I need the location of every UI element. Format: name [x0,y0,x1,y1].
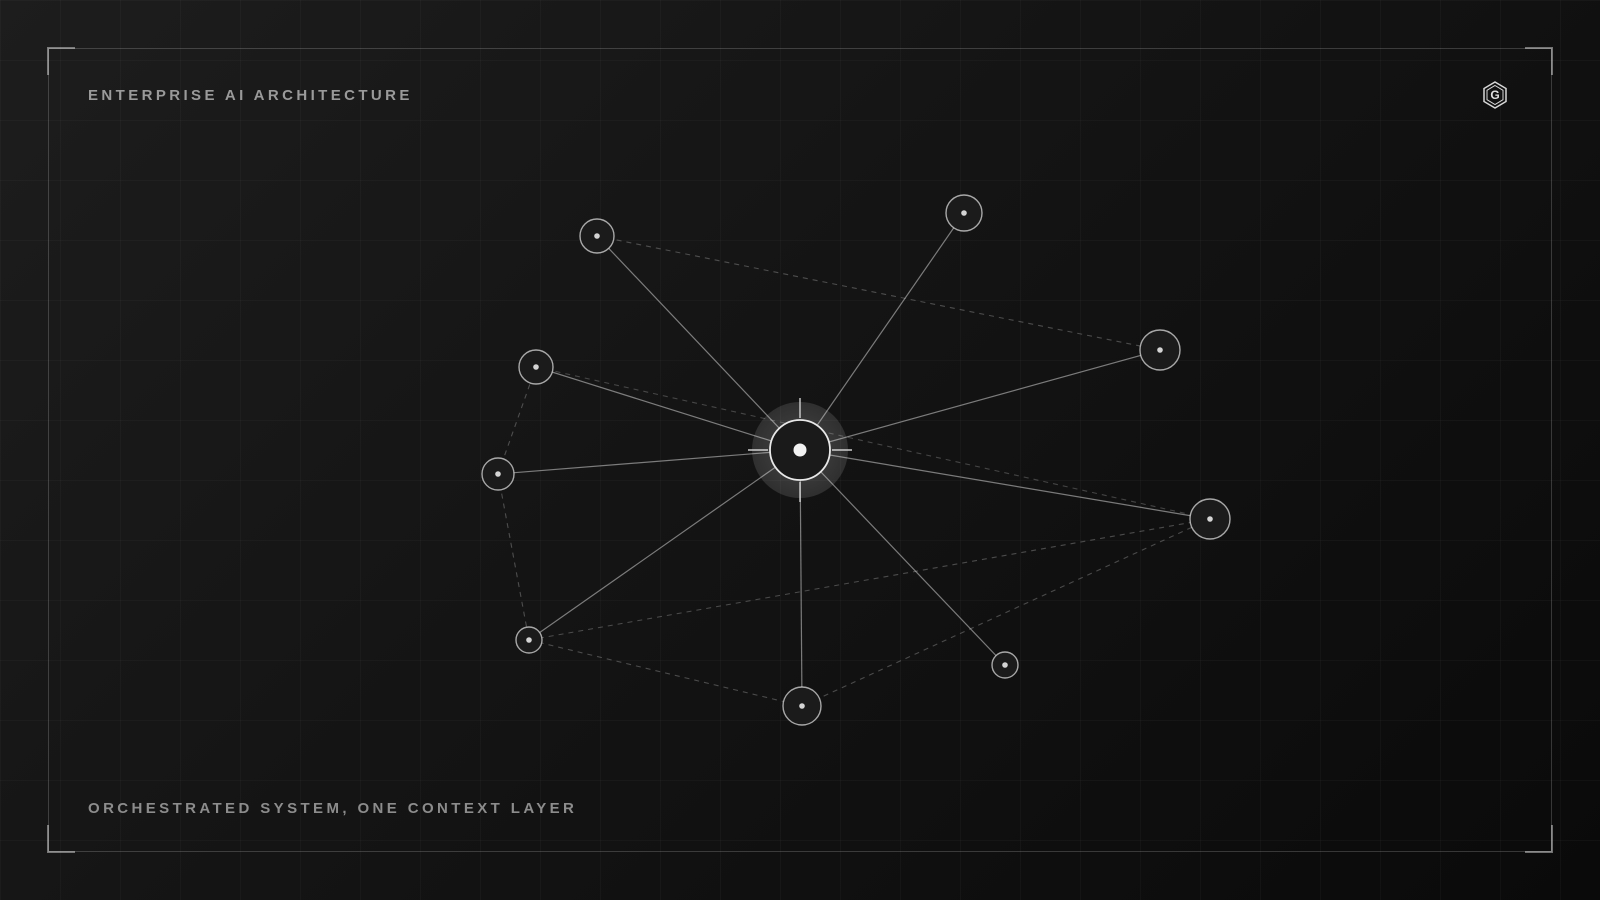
node-9 [515,626,543,654]
node-4 [518,349,554,385]
frame-border [48,48,1552,852]
dashed-link-node-4-node-6 [535,366,1211,520]
spoke-node-7 [799,449,1006,666]
dashed-link-node-6-node-8 [801,518,1211,707]
dashed-link-node-9-node-8 [528,639,803,707]
dashed-link-node-5-node-10 [497,473,530,641]
page-title: ENTERPRISE AI ARCHITECTURE [88,87,413,104]
node-dot [1207,516,1213,522]
node-7 [991,651,1019,679]
node-dot [526,637,532,643]
node-dot [495,471,501,477]
node-2 [945,194,983,232]
corner-bracket-bottom-right [1525,825,1553,853]
node-1 [579,218,615,254]
corner-bracket-bottom-left [47,825,75,853]
spokes [497,212,1211,707]
corner-bracket-top-left [47,47,75,75]
spoke-node-3 [799,349,1161,451]
page-subtitle: ORCHESTRATED SYSTEM, ONE CONTEXT LAYER [88,800,578,817]
nodes [481,194,1231,726]
dashed-link-node-5-node-4 [497,366,537,475]
node-8 [782,686,822,726]
node-3 [1139,329,1181,371]
node-dot [1002,662,1008,668]
node-6 [1189,498,1231,540]
spoke-node-5 [497,449,801,475]
dashed-link-node-1-node-3 [596,235,1161,351]
hub-core [793,443,807,457]
center-hub [748,398,852,502]
node-dot [799,703,805,709]
node-dot [961,210,967,216]
spoke-node-9 [528,449,801,641]
node-dot [533,364,539,370]
node-5 [481,457,515,491]
corner-bracket-top-right [1525,47,1553,75]
dashed-link-node-10-node-6 [528,518,1211,641]
node-dot [594,233,600,239]
spoke-node-6 [799,449,1211,520]
dashed-links [497,235,1211,707]
hexagon-g-logo-icon: G [1483,81,1507,109]
node-dot [1157,347,1163,353]
logo-letter: G [1490,88,1499,102]
spoke-node-1 [596,235,801,451]
spoke-node-2 [799,212,965,451]
